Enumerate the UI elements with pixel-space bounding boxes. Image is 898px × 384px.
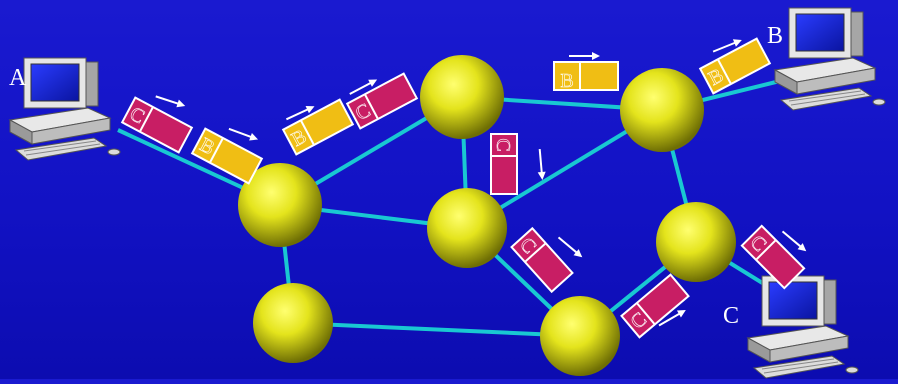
- packet-b: B: [281, 98, 355, 156]
- router-node-icon: [253, 283, 333, 363]
- packet-c: C: [620, 273, 690, 339]
- routers: [238, 55, 736, 376]
- host-c-label: C: [723, 303, 740, 329]
- router-node-icon: [427, 188, 507, 268]
- router-node-icon: [238, 163, 322, 247]
- packet-c: C: [740, 224, 806, 290]
- computer-icon[interactable]: [774, 7, 886, 111]
- computer-icon[interactable]: [747, 275, 859, 379]
- arrow-icon: [153, 91, 188, 111]
- router-node-icon: [420, 55, 504, 139]
- computer-icon[interactable]: [9, 57, 121, 161]
- packet-label: B: [560, 70, 573, 92]
- packet-b: B: [698, 37, 772, 95]
- packet-c: C: [510, 226, 574, 294]
- router-node-icon: [656, 202, 736, 282]
- host-a-label: A: [9, 65, 27, 91]
- packets: C B B C B C: [120, 37, 806, 339]
- packet-c: C: [345, 72, 419, 130]
- router-node-icon: [620, 68, 704, 152]
- packet-c: C: [120, 96, 194, 154]
- arrow-icon: [534, 147, 548, 182]
- arrow-icon: [568, 51, 601, 61]
- packet-b: B: [553, 61, 619, 92]
- arrow-icon: [554, 233, 586, 262]
- router-node-icon: [540, 296, 620, 376]
- packet-b: B: [190, 127, 264, 185]
- packet-label: C: [492, 138, 514, 151]
- packet-c: C: [490, 133, 518, 195]
- host-b-label: B: [767, 23, 784, 49]
- arrow-icon: [226, 124, 261, 145]
